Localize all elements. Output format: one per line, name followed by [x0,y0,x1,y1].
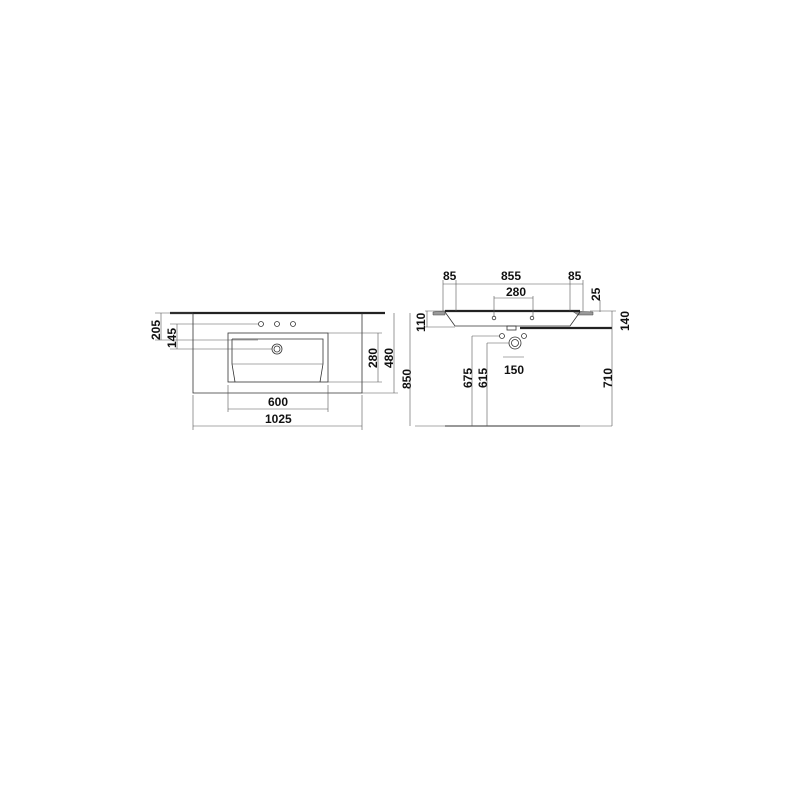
basin-profile [444,311,581,327]
front-view: 205 145 280 480 850 600 1025 [149,311,414,430]
basin-inner-right [232,338,324,383]
dim-150: 150 [504,363,524,377]
basin-outer [227,332,329,383]
dim-280: 280 [366,348,380,368]
dim-25: 25 [589,287,603,301]
drain-inner [273,345,281,353]
tap-hole-left [258,321,264,327]
overflow [506,325,517,331]
dim-855: 855 [501,269,521,283]
basin-inner-left [231,339,236,383]
dim-615: 615 [476,368,490,388]
drain-outer [508,336,522,350]
dim-710: 710 [601,368,615,388]
tap-hole-center [274,321,280,327]
dim-850: 850 [400,369,414,389]
drain-outer [271,343,283,355]
dim-85-left: 85 [443,269,457,283]
dim-1025: 1025 [265,412,292,426]
dim-140: 140 [618,311,632,331]
drain-inner [511,339,519,347]
dim-675: 675 [461,368,475,388]
tap-hole-right [290,321,296,327]
dim-85-right: 85 [568,269,582,283]
side-view: 85 855 85 280 25 110 140 675 615 150 710 [414,269,632,427]
dim-280-side: 280 [506,285,526,299]
dim-110: 110 [414,312,428,332]
left-wing [432,310,446,316]
vanity-body [192,313,363,394]
dim-600: 600 [268,395,288,409]
dim-145: 145 [165,328,179,348]
dim-205: 205 [149,320,163,340]
dim-480: 480 [382,348,396,368]
